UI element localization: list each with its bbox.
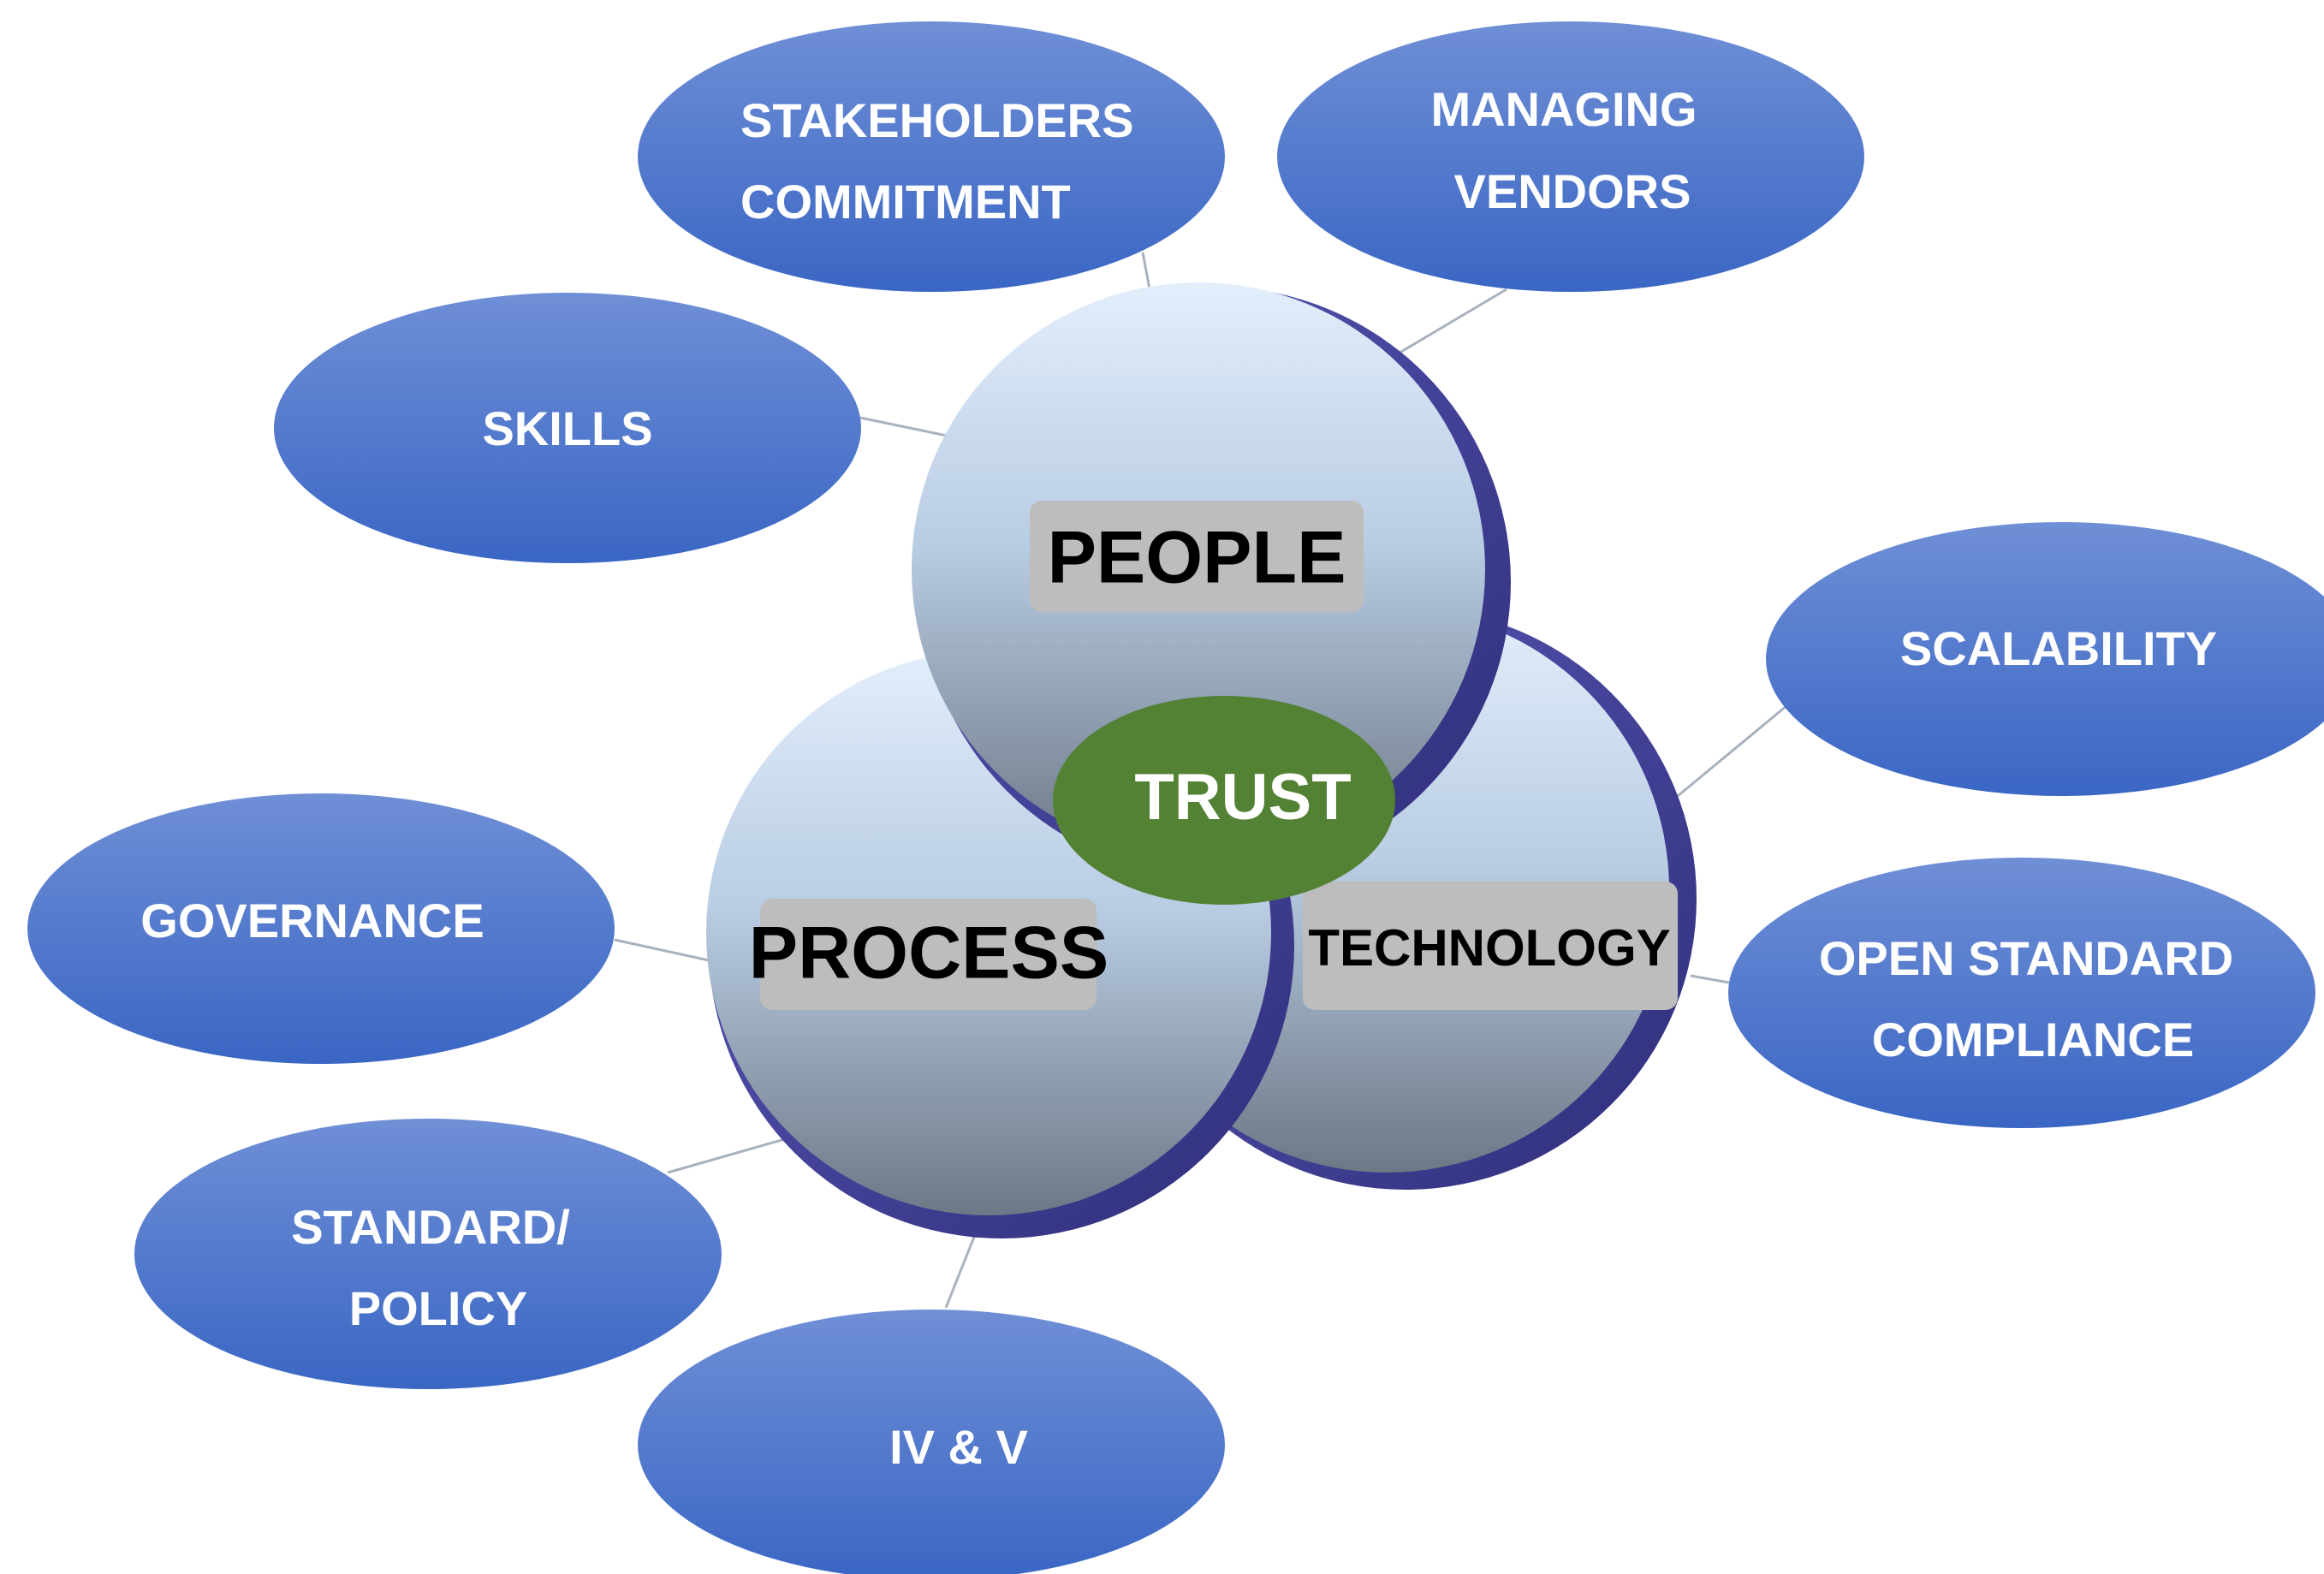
governance-label: GOVERNANCE [140, 894, 484, 947]
factor-managing-vendors: MANAGING VENDORS [1277, 21, 1864, 292]
managing-vendors-label-line2: VENDORS [1454, 164, 1691, 218]
factor-scalability: SCALABILITY [1766, 522, 2324, 796]
connector-managing-vendors [1390, 288, 1507, 359]
managing-vendors-label: MANAGING [1430, 82, 1697, 136]
open-standard-label-line2: COMPLIANCE [1872, 1013, 2194, 1066]
skills-oval [274, 293, 861, 563]
stakeholders-label: STAKEHOLDERS [740, 93, 1133, 147]
scalability-label: SCALABILITY [1900, 621, 2217, 675]
connector-lines [614, 252, 1803, 1309]
standard-policy-oval [134, 1119, 722, 1389]
technology-label-group: TECHNOLOGY [1303, 882, 1678, 1010]
trust-label: TRUST [1134, 761, 1351, 834]
connector-scalability [1677, 692, 1803, 798]
process-label: PROCESS [749, 912, 1109, 995]
factor-governance: GOVERNANCE [27, 793, 615, 1064]
connector-governance [614, 938, 710, 962]
managing-vendors-oval [1277, 21, 1864, 292]
standard-policy-label-line2: POLICY [349, 1281, 527, 1335]
open-standard-label: OPEN STANDARD [1819, 931, 2233, 985]
ivv-label: IV & V [889, 1420, 1028, 1474]
people-label-box [1030, 501, 1364, 612]
stakeholders-label-line2: COMMITMENT [740, 175, 1071, 229]
skills-label: SKILLS [482, 401, 652, 455]
factor-open-standard: OPEN STANDARD COMPLIANCE [1728, 858, 2315, 1128]
factor-standard-policy: STANDARD/ POLICY [134, 1119, 722, 1389]
factor-ivv: IV & V [638, 1310, 1225, 1574]
people-label-group: PEOPLE [1030, 501, 1364, 612]
standard-policy-label: STANDARD/ [291, 1200, 570, 1254]
trust-center: TRUST [1053, 696, 1395, 905]
scalability-oval [1766, 522, 2324, 796]
governance-oval [27, 793, 615, 1064]
technology-label-box [1303, 882, 1678, 1010]
factor-stakeholders: STAKEHOLDERS COMMITMENT [638, 21, 1225, 292]
open-standard-oval [1728, 858, 2315, 1128]
connector-standard-policy [667, 1137, 788, 1174]
people-label: PEOPLE [1048, 517, 1346, 599]
process-label-group: PROCESS [749, 899, 1109, 1010]
factor-skills: SKILLS [274, 293, 861, 563]
stakeholders-oval [638, 21, 1225, 292]
connector-open-standard [1690, 974, 1730, 984]
process-label-box [760, 899, 1097, 1010]
ivv-oval [638, 1310, 1225, 1574]
technology-label: TECHNOLOGY [1308, 919, 1670, 977]
trust-ellipse [1053, 696, 1395, 905]
